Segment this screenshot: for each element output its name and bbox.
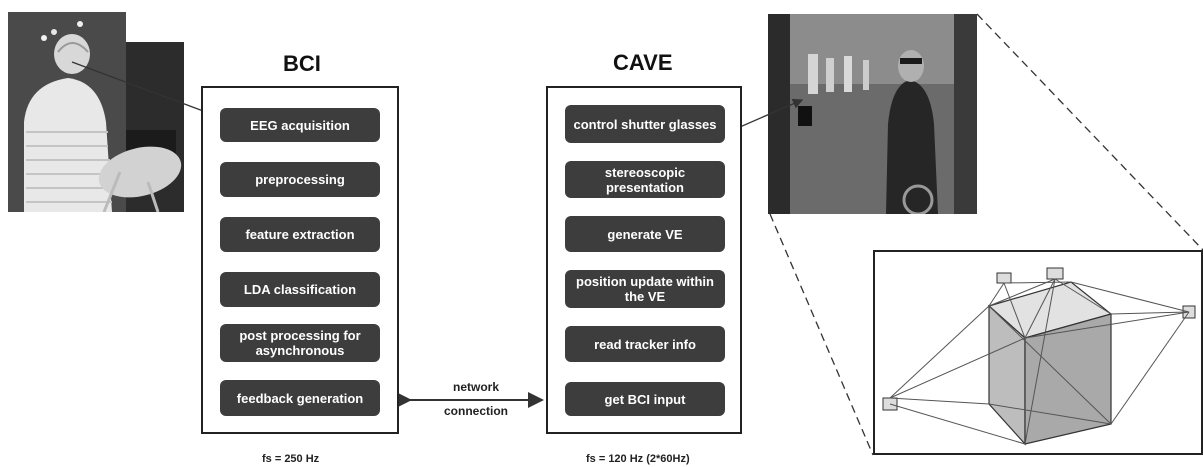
cave-sampling-frequency: fs = 120 Hz (2*60Hz) <box>586 453 690 465</box>
cave-scene-photo <box>768 14 977 214</box>
bci-step-preprocessing: preprocessing <box>220 162 380 197</box>
cave-panel <box>546 86 742 434</box>
bci-step-feedback-generation: feedback generation <box>220 380 380 416</box>
cave-step-read-tracker-info: read tracker info <box>565 326 725 362</box>
bci-title: BCI <box>283 51 321 76</box>
bci-step-feature-extraction: feature extraction <box>220 217 380 252</box>
bci-panel <box>201 86 399 434</box>
cave-wireframe-inset <box>873 250 1203 455</box>
network-label-line1: network <box>452 380 499 394</box>
cave-step-position-update: position update within the VE <box>565 270 725 308</box>
cave-step-get-bci-input: get BCI input <box>565 382 725 416</box>
network-connection-label: network connection <box>428 380 524 418</box>
bci-step-post-processing: post processing for asynchronous <box>220 324 380 362</box>
cave-step-generate-ve: generate VE <box>565 216 725 252</box>
bci-sampling-frequency: fs = 250 Hz <box>262 453 320 465</box>
cave-step-stereoscopic-presentation: stereoscopic presentation <box>565 161 725 198</box>
cave-title: CAVE <box>613 50 673 75</box>
eeg-subject-photo <box>8 12 184 212</box>
bci-step-eeg-acquisition: EEG acquisition <box>220 108 380 142</box>
cave-step-control-shutter-glasses: control shutter glasses <box>565 105 725 143</box>
network-label-line2: connection <box>443 404 508 418</box>
bci-step-lda-classification: LDA classification <box>220 272 380 307</box>
